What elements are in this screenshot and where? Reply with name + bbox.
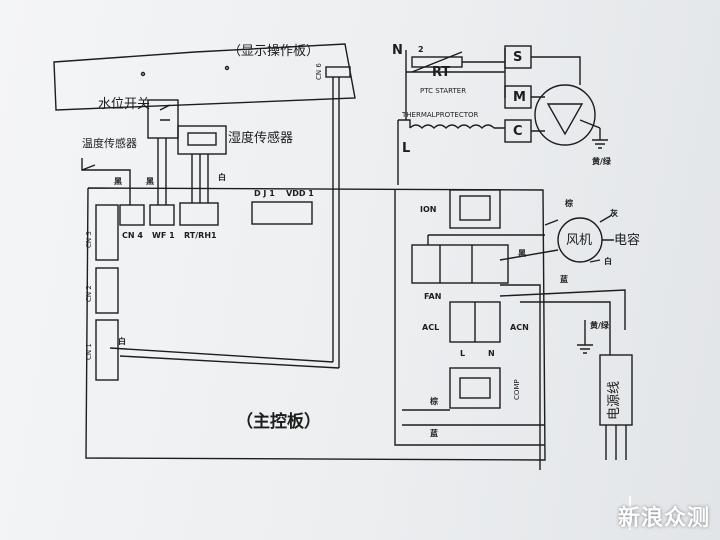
ground-label: 黄/绿	[592, 157, 611, 166]
comp-relay	[449, 367, 501, 409]
humidity-sensor-box	[177, 125, 227, 155]
ion-relay	[449, 189, 501, 229]
cn4-connector	[119, 204, 145, 226]
temp-sensor-label: 温度传感器	[82, 137, 137, 150]
fan-relay	[411, 244, 509, 284]
power-cord-label: 电源线	[607, 380, 622, 420]
display-hole	[140, 71, 146, 77]
thermal-protector-label: THERMALPROTECTOR	[402, 111, 479, 119]
comp-s-label: S	[513, 50, 523, 65]
water-switch-box	[147, 99, 179, 139]
compressor-frame	[405, 48, 506, 120]
wf1-label: WF 1	[152, 231, 175, 240]
wire-fan-gray: 灰	[610, 209, 618, 218]
wire-white-cn1: 白	[118, 337, 126, 346]
rtrh1-label: RT/RH1	[184, 231, 217, 240]
dj1-label: D J 1	[254, 189, 275, 198]
fan-label: FAN	[424, 292, 442, 301]
fan-motor-label: 风机	[566, 233, 593, 248]
acn-label: ACN	[510, 323, 529, 332]
comp-2-label: 2	[418, 45, 424, 54]
l-label: L	[460, 349, 466, 358]
humidity-sensor-label: 湿度传感器	[228, 131, 294, 146]
wire-fan-white: 白	[604, 257, 612, 266]
wire-white-rt: 白	[218, 173, 226, 182]
watermark-divider	[629, 496, 631, 530]
comp-label: COMP	[513, 379, 521, 400]
display-hole	[224, 65, 230, 71]
dj1-connector	[251, 201, 313, 225]
wf1-connector	[149, 204, 175, 226]
vdd1-label: VDD 1	[286, 189, 314, 198]
comp-c-label: C	[513, 124, 523, 139]
main-board-outline	[85, 187, 546, 461]
cn1-label: CN 1	[85, 343, 93, 360]
wire-fan-brown: 棕	[565, 199, 573, 208]
cn2-label: CN 2	[85, 285, 93, 302]
rtrh1-connector	[179, 202, 219, 226]
ptc-starter-label: PTC STARTER	[420, 87, 467, 95]
cn1-connector	[95, 319, 119, 381]
compressor-motor	[534, 84, 596, 146]
ground-label-right: 黄/绿	[590, 321, 609, 330]
temp-sensor-wire	[81, 158, 131, 205]
comp-rt-label: RT	[432, 65, 451, 80]
cn6-label: CN 6	[315, 63, 323, 80]
ground-symbol-2	[577, 320, 593, 354]
wire-blue-acn: 蓝	[560, 275, 568, 284]
wire-blue-bottom: 蓝	[430, 429, 438, 438]
display-cable	[109, 77, 340, 369]
ion-label: ION	[420, 205, 437, 214]
wire-black-2: 黑	[146, 177, 154, 186]
capacitor-label: 电容	[614, 233, 641, 248]
wire-fan-black: 黑	[518, 249, 526, 258]
cn4-label: CN 4	[122, 231, 143, 240]
cn6-connector	[325, 66, 351, 78]
water-switch-label: 水位开关	[98, 97, 151, 112]
wire-comp-brown: 棕	[430, 397, 438, 406]
wire-black-1: 黑	[114, 177, 122, 186]
thermal-protector	[409, 124, 495, 129]
comp-m-label: M	[513, 90, 526, 105]
cn3-label: CN 3	[85, 231, 93, 248]
watermark-logo: 新浪众测	[617, 506, 710, 531]
cn3-connector	[95, 204, 119, 261]
display-board-title: （显示操作板）	[228, 44, 320, 59]
acl-label: ACL	[422, 323, 440, 332]
n-label: N	[488, 349, 495, 358]
comp-n-label: N	[392, 43, 403, 58]
ground-symbol	[592, 128, 608, 149]
comp-l-label: L	[402, 141, 411, 156]
main-board-title: （主控板）	[236, 412, 321, 432]
cn2-connector	[95, 267, 119, 314]
